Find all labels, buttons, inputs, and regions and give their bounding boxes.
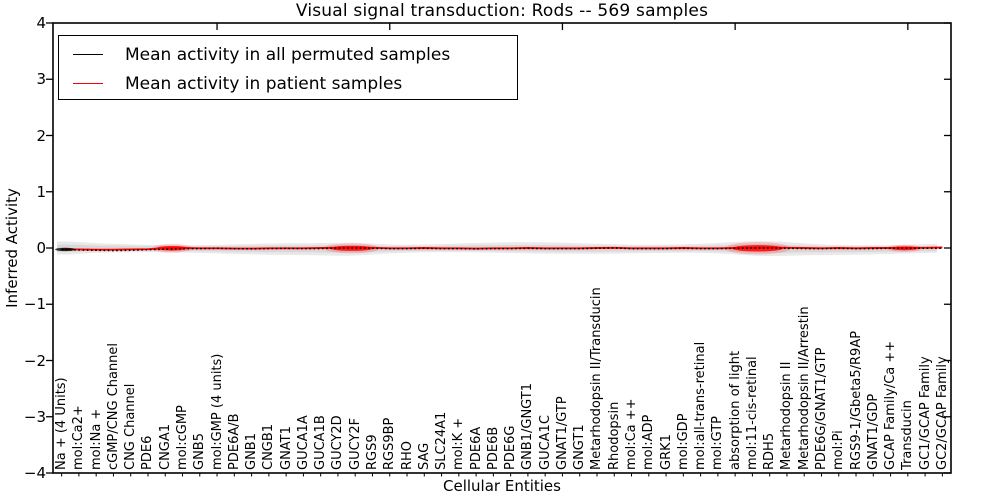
x-tick-label: GNGT1 — [572, 424, 588, 470]
y-tick-label: 3 — [36, 70, 46, 89]
legend-entry-patient: Mean activity in patient samples — [73, 69, 517, 98]
x-tick-label: GNB5 — [192, 433, 208, 470]
x-tick-label: PDE6A — [468, 426, 484, 470]
x-tick-label: mol:Ca ++ — [624, 398, 640, 470]
x-tick-label: GNB1/GNGT1 — [520, 383, 536, 470]
x-tick-label: GNB1 — [244, 433, 260, 470]
x-tick-label: PDE6B — [485, 426, 501, 470]
legend-label-patient: Mean activity in patient samples — [125, 73, 403, 94]
x-tick-label: SAG — [416, 442, 432, 470]
permuted-line-sample — [73, 54, 103, 55]
x-tick-label: GNAT1/GTP — [554, 396, 570, 470]
patient-line-sample — [73, 83, 103, 84]
legend: Mean activity in all permuted samples Me… — [58, 35, 518, 100]
y-tick-label: −4 — [23, 464, 46, 482]
x-tick-label: mol:all-trans-retinal — [693, 341, 709, 470]
x-tick-label: GCAP Family/Ca ++ — [883, 340, 899, 470]
x-tick-label: Transducin — [900, 400, 916, 470]
x-tick-label: PDE6 — [140, 435, 156, 470]
x-tick-label: Metarhodopsin II — [779, 361, 795, 470]
x-tick-label: absorption of light — [727, 350, 743, 470]
x-tick-label: Metarhodopsin II/Arrestin — [796, 306, 812, 470]
x-tick-label: mol:Pi — [831, 430, 847, 470]
x-tick-label: mol:GTP — [710, 416, 726, 470]
x-tick-label: cGMP/CNG Channel — [105, 342, 121, 470]
x-tick-label: RGS9-1/Gbeta5/R9AP — [848, 330, 864, 470]
x-tick-label: mol:Ca2+ — [71, 405, 87, 470]
x-tick-label: GC2/GCAP Family — [934, 356, 950, 470]
x-tick-label: RHO — [399, 440, 415, 470]
x-tick-label: GNAT1 — [278, 426, 294, 470]
x-tick-label: SLC24A1 — [434, 411, 450, 470]
y-tick-label: 4 — [36, 14, 46, 32]
legend-entry-permuted: Mean activity in all permuted samples — [73, 40, 517, 69]
x-tick-label: GC1/GCAP Family — [917, 356, 933, 470]
x-tick-label: GUCY2D — [330, 415, 346, 470]
x-tick-label: RDH5 — [762, 432, 778, 470]
x-tick-label: RGS9BP — [382, 417, 398, 470]
y-tick-label: 0 — [36, 239, 46, 257]
x-tick-label: CNGB1 — [261, 423, 277, 470]
x-tick-label: GNAT1/GDP — [865, 393, 881, 470]
x-tick-label: mol:11-cis-retinal — [744, 356, 760, 470]
y-tick-label: 2 — [36, 126, 46, 145]
x-tick-label: CNG Channel — [123, 383, 139, 470]
x-tick-label: GUCA1A — [295, 415, 311, 470]
x-tick-label: mol:GMP (4 units) — [209, 353, 225, 470]
legend-label-permuted: Mean activity in all permuted samples — [125, 44, 451, 65]
x-tick-label: Metarhodopsin II/Transducin — [589, 287, 605, 470]
y-tick-label: −3 — [23, 407, 46, 426]
x-tick-label: CNGA1 — [157, 423, 173, 470]
x-tick-label: PDE6G — [503, 425, 519, 470]
x-tick-label: GUCA1B — [313, 415, 329, 470]
x-tick-label: mol:GDP — [675, 413, 691, 470]
x-tick-label: GUCA1C — [537, 415, 553, 470]
x-tick-label: mol:cGMP — [175, 405, 191, 470]
x-tick-label: Na + (4 Units) — [54, 377, 70, 470]
y-tick-label: −2 — [23, 351, 46, 370]
x-tick-label: RGS9 — [364, 434, 380, 470]
y-tick-label: −1 — [23, 295, 46, 314]
y-tick-label: 1 — [36, 182, 46, 201]
x-tick-label: Rhodopsin — [606, 401, 622, 470]
x-tick-label: GRK1 — [658, 434, 674, 470]
x-tick-label: PDE6A/B — [226, 413, 242, 470]
x-axis-label: Cellular Entities — [443, 477, 561, 495]
x-tick-label: mol:ADP — [641, 414, 657, 470]
x-tick-label: PDE6G/GNAT1/GTP — [813, 347, 829, 470]
x-tick-label: mol:K + — [451, 417, 467, 470]
x-tick-label: GUCY2F — [347, 417, 363, 470]
x-tick-label: mol:Na + — [88, 408, 104, 470]
chart-title: Visual signal transduction: Rods -- 569 … — [295, 1, 709, 21]
